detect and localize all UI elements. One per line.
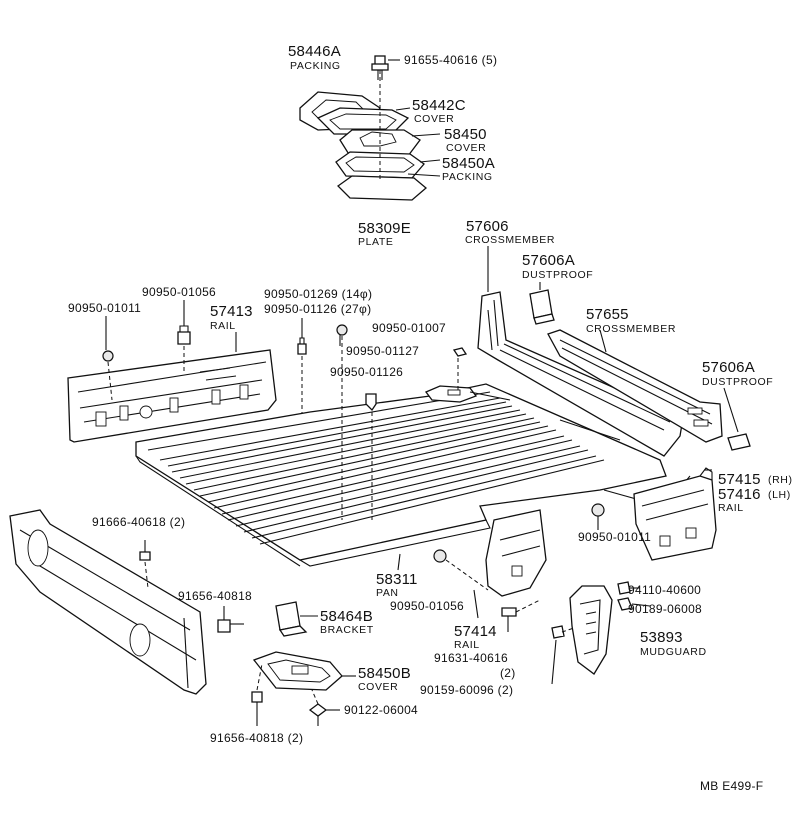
- label-58446A-name: PACKING: [290, 60, 341, 72]
- label-58450B-name: COVER: [358, 681, 399, 693]
- clip-90950-01056-bot: [433, 549, 447, 563]
- nut-94110-shape: [617, 581, 631, 595]
- label-91631-qty: (2): [500, 666, 516, 680]
- mudguard-53893-shape: [569, 585, 613, 675]
- label-58450-number: 58450: [444, 126, 487, 143]
- label-53893-number: 53893: [640, 629, 683, 646]
- label-91666: 91666-40618 (2): [92, 515, 186, 529]
- label-58450A-name: PACKING: [442, 171, 493, 183]
- cover-58450B-shape: [252, 651, 343, 691]
- label-90950-01011-left: 90950-01011: [68, 301, 142, 315]
- label-57655-number: 57655: [586, 306, 629, 323]
- label-58311-number: 58311: [376, 571, 418, 588]
- clip-90950-01126: [365, 393, 377, 412]
- label-58450B-number: 58450B: [358, 665, 411, 682]
- label-90950-01269: 90950-01269 (14φ): [264, 287, 373, 301]
- label-58311-name: PAN: [376, 587, 399, 599]
- label-90189: 90189-06008: [628, 602, 703, 616]
- clip-90950-01056-top: [177, 325, 191, 345]
- rail-57414-shape: [485, 509, 547, 597]
- wingbolt-90122-shape: [308, 703, 328, 726]
- label-53893-name: MUDGUARD: [640, 646, 707, 658]
- clip-90189-shape: [617, 597, 633, 611]
- label-58309E-number: 58309E: [358, 220, 411, 237]
- diagram-code: MB E499-F: [700, 779, 764, 793]
- label-57415-number: 57415: [718, 471, 761, 488]
- screw-90159-shape: [551, 625, 565, 639]
- label-57413-number: 57413: [210, 303, 253, 320]
- label-58464B-number: 58464B: [320, 608, 373, 625]
- front-frame-shape: [9, 509, 207, 695]
- bracket-58464B-shape: [275, 601, 308, 637]
- label-94110: 94110-40600: [628, 583, 702, 597]
- label-57606A-right-name: DUSTPROOF: [702, 376, 774, 388]
- label-90950-01056-bot: 90950-01056: [390, 599, 465, 613]
- bolt-91666-shape: [139, 540, 151, 561]
- bolt-91656-a-shape: [217, 619, 244, 633]
- label-57413-name: RAIL: [210, 320, 236, 332]
- label-57416-suffix: (LH): [768, 489, 791, 501]
- label-57414-name: RAIL: [454, 639, 480, 651]
- label-58450-name: COVER: [446, 142, 487, 154]
- label-57606A-top-name: DUSTPROOF: [522, 269, 594, 281]
- rail-57415-57416-shape: [633, 467, 717, 561]
- dustproof-57606A-top-shape: [529, 289, 555, 325]
- label-58442C-number: 58442C: [412, 97, 466, 114]
- label-90159: 90159-60096 (2): [420, 683, 514, 697]
- label-58450A-number: 58450A: [442, 155, 495, 172]
- label-91631: 91631-40616: [434, 651, 509, 665]
- label-58442C-name: COVER: [414, 113, 455, 125]
- label-90950-01126: 90950-01126: [330, 365, 404, 379]
- label-90950-01007: 90950-01007: [372, 321, 447, 335]
- rail-57413-shape: [67, 349, 277, 443]
- clip-90950-01127: [452, 347, 468, 357]
- label-57606A-top-number: 57606A: [522, 252, 575, 269]
- label-90950-01127: 90950-01127: [346, 344, 420, 358]
- cover-58442C-shape: [316, 107, 410, 135]
- label-91656-a: 91656-40818: [178, 589, 253, 603]
- label-58446A-number: 58446A: [288, 43, 341, 60]
- plate-58309E-shape: [336, 175, 428, 201]
- label-57416-number: 57416: [718, 486, 761, 503]
- label-90950-01126-27: 90950-01126 (27φ): [264, 302, 372, 316]
- label-90950-01056-top: 90950-01056: [142, 285, 217, 299]
- label-58309E-name: PLATE: [358, 236, 394, 248]
- clip-90950-01269: [297, 337, 307, 355]
- label-57414-number: 57414: [454, 623, 497, 640]
- label-57606-name: CROSSMEMBER: [465, 234, 556, 246]
- bolt-91655-shape: [371, 55, 389, 80]
- label-90122: 90122-06004: [344, 703, 419, 717]
- label-57606A-right-number: 57606A: [702, 359, 755, 376]
- bolt-91656-b-shape: [251, 691, 263, 726]
- label-91656-b: 91656-40818 (2): [210, 731, 304, 745]
- label-57655-name: CROSSMEMBER: [586, 323, 677, 335]
- label-57416-name: RAIL: [718, 502, 744, 514]
- dustproof-57606A-right-shape: [727, 433, 751, 451]
- label-58464B-name: BRACKET: [320, 624, 374, 636]
- bolt-91631-shape: [501, 607, 517, 632]
- label-57606-number: 57606: [466, 218, 509, 235]
- label-91655: 91655-40616 (5): [404, 53, 498, 67]
- crossmember-57655-shape: [547, 329, 723, 443]
- label-57415-suffix: (RH): [768, 474, 793, 486]
- label-90950-01011-right: 90950-01011: [578, 530, 652, 544]
